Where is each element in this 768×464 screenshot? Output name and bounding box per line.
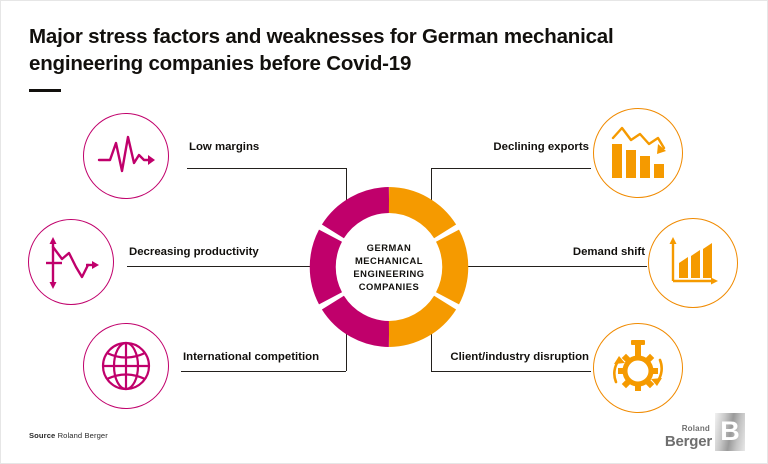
- factor-label-low-margins: Low margins: [189, 141, 260, 153]
- factor-label-international-competition: International competition: [183, 351, 320, 363]
- connector-left-3-horizontal: [181, 371, 346, 372]
- declining-line-chart-icon: [46, 237, 99, 289]
- gear-rotation-icon: [613, 340, 663, 391]
- source-value: Roland Berger: [57, 431, 108, 440]
- connector-left-2-horizontal: [127, 266, 317, 267]
- logo-wordmark: Roland Berger: [665, 425, 712, 451]
- logo-berger-text: Berger: [664, 433, 712, 450]
- connector-right-3-vertical: [431, 319, 432, 371]
- factor-label-decreasing-productivity: Decreasing productivity: [129, 246, 259, 258]
- logo-roland-text: Roland: [681, 424, 710, 433]
- connector-left-1-vertical: [346, 168, 347, 216]
- connector-left-3-vertical: [346, 319, 347, 371]
- factor-label-declining-exports: Declining exports: [493, 141, 589, 153]
- rising-bar-chart-icon: [669, 237, 718, 285]
- icon-circle-international-competition: [83, 323, 169, 409]
- title-underline-rule: [29, 89, 61, 92]
- connector-right-1-horizontal: [431, 168, 591, 169]
- declining-bar-chart-icon: [611, 126, 666, 178]
- logo-b-mark: B: [715, 413, 745, 451]
- icon-circle-low-margins: [83, 113, 169, 199]
- factor-label-demand-shift: Demand shift: [572, 246, 645, 258]
- connector-right-1-vertical: [431, 168, 432, 216]
- icon-circle-demand-shift: [648, 218, 738, 308]
- center-donut-chart: GERMAN MECHANICAL ENGINEERING COMPANIES: [309, 187, 469, 347]
- globe-icon: [101, 341, 151, 391]
- page-title: Major stress factors and weaknesses for …: [29, 25, 614, 75]
- connector-right-2-horizontal: [461, 266, 647, 267]
- roland-berger-logo: Roland Berger B: [665, 411, 745, 451]
- factor-label-client-industry-disruption: Client/industry disruption: [450, 351, 589, 363]
- source-label: Source: [29, 431, 56, 440]
- connector-right-3-horizontal: [431, 371, 591, 372]
- icon-circle-decreasing-productivity: [28, 219, 114, 305]
- source-note: Source Roland Berger: [29, 431, 108, 440]
- icon-circle-declining-exports: [593, 108, 683, 198]
- connector-left-1-horizontal: [187, 168, 347, 169]
- icon-circle-client-industry-disruption: [593, 323, 683, 413]
- pulse-line-icon: [97, 135, 155, 173]
